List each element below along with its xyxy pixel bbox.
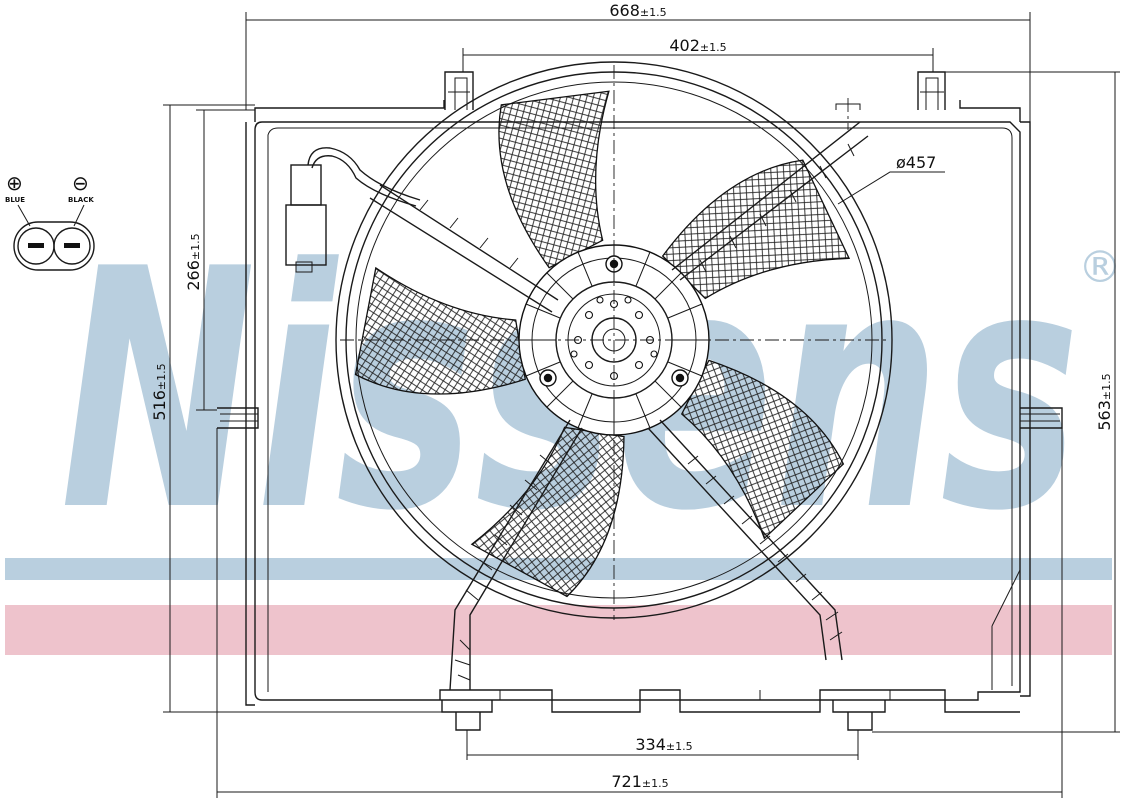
dim-721-label: 721±1.5 xyxy=(611,772,668,791)
dimension-lines xyxy=(163,12,1120,798)
dim-334-label: 334±1.5 xyxy=(635,735,692,754)
plus-terminal-icon: ⊕ xyxy=(6,171,23,195)
dim-457-label: ø457 xyxy=(896,153,936,172)
fan-blade xyxy=(498,90,610,269)
dim-563-label: 563±1.5 xyxy=(1095,373,1114,430)
dim-266-label: 266±1.5 xyxy=(184,233,203,290)
fan-blade xyxy=(680,359,845,540)
fan-blades xyxy=(354,90,851,598)
dim-668-label: 668±1.5 xyxy=(609,1,666,20)
connector-pinout: ⊕ ⊖ BLUE BLACK xyxy=(5,171,95,271)
motor-connector xyxy=(285,147,421,273)
fan-blade xyxy=(354,266,526,395)
watermark-pink-stripe xyxy=(5,605,1112,655)
dim-402-label: 402±1.5 xyxy=(669,36,726,55)
shroud-frame xyxy=(217,71,1063,731)
minus-terminal-label: BLACK xyxy=(68,196,94,204)
dim-516-label: 516±1.5 xyxy=(150,363,169,420)
fan xyxy=(335,61,893,619)
fan-blade xyxy=(661,159,851,300)
minus-terminal-icon: ⊖ xyxy=(72,171,89,195)
centerlines xyxy=(340,65,890,620)
dimension-labels: 668±1.5 402±1.5 ø457 266±1.5 516±1.5 563… xyxy=(150,1,1114,791)
plus-terminal-label: BLUE xyxy=(5,196,25,204)
